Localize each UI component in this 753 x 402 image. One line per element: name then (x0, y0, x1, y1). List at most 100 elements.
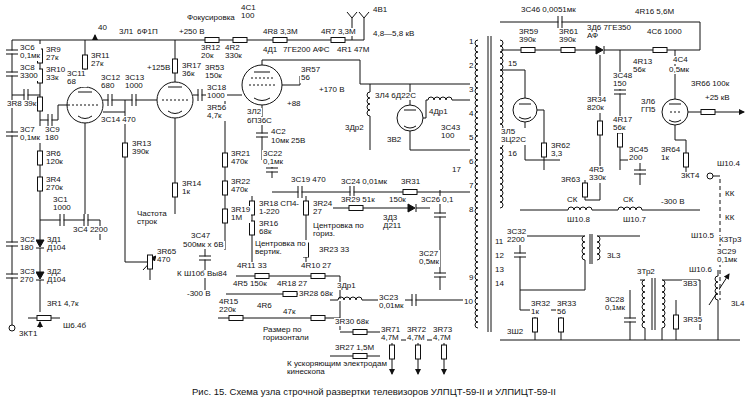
schematic-label: 4С1 100 (240, 4, 257, 21)
schematic-label: 3R61 390к (558, 28, 579, 45)
schematic-label: 3Л1 (118, 28, 134, 36)
schematic-label: 3КТ4 (680, 172, 700, 180)
tube-envelope (9, 325, 15, 331)
component-symbol (618, 207, 642, 211)
component-symbol (233, 38, 247, 43)
tube-envelope (707, 173, 713, 179)
schematic-label: 3В3 (682, 280, 698, 288)
schematic-label: 3Тр2 (636, 268, 656, 276)
figure-caption: Рис. 15. Схема узла строчной развертки т… (190, 386, 558, 397)
schematic-label: 3R35 (682, 316, 703, 324)
schematic-label: 3С3 270 (19, 268, 36, 285)
schematic-label: Ш6.4б (62, 322, 87, 330)
schematic-label: 3R13 390к (131, 140, 152, 157)
component-symbol (614, 90, 626, 94)
schematic-label: 5 (468, 134, 474, 142)
schematic-label: 3С46 0,0051мк (520, 6, 577, 14)
component-symbol (331, 38, 345, 43)
component-symbol (475, 40, 479, 64)
schematic-label: 13 (494, 266, 505, 274)
schematic-label: 3С14 470 (100, 116, 137, 124)
schematic-label: 10 (463, 298, 474, 306)
component-symbol (38, 151, 43, 165)
schematic-label: КК (724, 190, 735, 198)
schematic-label: 4R10 27 (300, 262, 332, 270)
component-symbol (304, 201, 309, 215)
schematic-label: 3В2 (386, 136, 402, 144)
schematic-label: 6П36С (246, 117, 273, 125)
schematic-label: +170 В (318, 86, 346, 94)
schematic-label: 7 (468, 182, 474, 190)
component-symbol (634, 170, 646, 174)
schematic-label: 3С28 0,1мк (604, 296, 626, 313)
component-symbol (475, 112, 479, 136)
schematic-label: 3R11 27к (90, 52, 111, 69)
schematic-label: 3С7 0,1мк (19, 126, 41, 143)
schematic-label: 4R5 330к (588, 166, 607, 183)
component-symbol (416, 345, 421, 359)
component-symbol (475, 64, 479, 88)
component-symbol (653, 48, 667, 53)
schematic-label: 4R1 47М (336, 46, 370, 54)
tube-envelope (397, 105, 423, 131)
schematic-label: 3R9 27к (45, 46, 62, 63)
wire (95, 35, 96, 40)
component-symbol (499, 184, 503, 208)
component-symbol (132, 94, 136, 106)
schematic-label: 3R18 СП4-1-220 (258, 200, 302, 217)
tube-envelope (513, 98, 537, 122)
component-symbol (311, 316, 325, 321)
schematic-label: 4R11 33 (236, 262, 268, 270)
schematic-label: 3С45 200 (628, 146, 649, 163)
component-symbol (60, 214, 64, 226)
component-symbol (596, 45, 604, 55)
component-symbol (390, 345, 395, 359)
schematic-label: 11 (494, 238, 504, 246)
component-symbol (273, 38, 287, 43)
schematic-label: 3R30 68к (334, 318, 370, 326)
component-symbol (205, 38, 219, 43)
component-symbol (598, 121, 603, 135)
schematic-label: 3R28 68к (298, 290, 334, 298)
component-symbol (199, 256, 211, 260)
component-symbol (583, 183, 588, 197)
component-symbol (311, 274, 325, 279)
component-symbol (514, 253, 526, 257)
component-symbol (6, 50, 18, 54)
schematic-label: 3С43 100 (440, 124, 461, 141)
schematic-label: 3С48 150 (612, 72, 633, 89)
component-symbol (624, 318, 636, 322)
component-symbol (521, 48, 535, 53)
component-symbol (542, 143, 547, 157)
component-symbol (715, 276, 719, 300)
component-symbol (499, 88, 503, 112)
component-symbol (475, 256, 479, 280)
schematic-label: -300 В (186, 290, 212, 298)
component-symbol (582, 236, 586, 260)
schematic-label: 3Др2 (344, 124, 365, 132)
schematic-label: 3R17 36к (181, 62, 202, 79)
schematic-label: 3С9 180 (44, 126, 61, 143)
schematic-label: 4С6 1000 (646, 28, 683, 36)
wire (730, 112, 744, 113)
schematic-label: 4R2 330к (224, 44, 243, 61)
schematic-label: 3Д6 7ГЕ350 АФ (586, 24, 634, 41)
schematic-label: 3С22 0,1мк (262, 150, 284, 167)
schematic-label: 4R5 150к (232, 280, 268, 288)
component-symbol (256, 133, 268, 137)
schematic-label: К3Тр3 (718, 236, 742, 244)
schematic-label: 3R24 27 (312, 200, 333, 217)
component-symbol (568, 207, 592, 211)
schematic-label: 0,5мк (668, 66, 690, 74)
schematic-label: 3С24 0,01мк (340, 178, 388, 186)
component-symbol (6, 274, 18, 278)
schematic-label: 15 (507, 60, 518, 68)
component-symbol (412, 294, 416, 306)
component-symbol (661, 280, 665, 304)
schematic-label: 3Л4 6Д22С (374, 92, 417, 100)
schematic-label: 3R62 3,3 (550, 142, 571, 159)
component-symbol (559, 318, 564, 332)
component-symbol (403, 190, 417, 195)
schematic-label: Ш10.5 (690, 232, 715, 240)
schematic-label: 7ГЕ200 АФС (282, 46, 331, 54)
